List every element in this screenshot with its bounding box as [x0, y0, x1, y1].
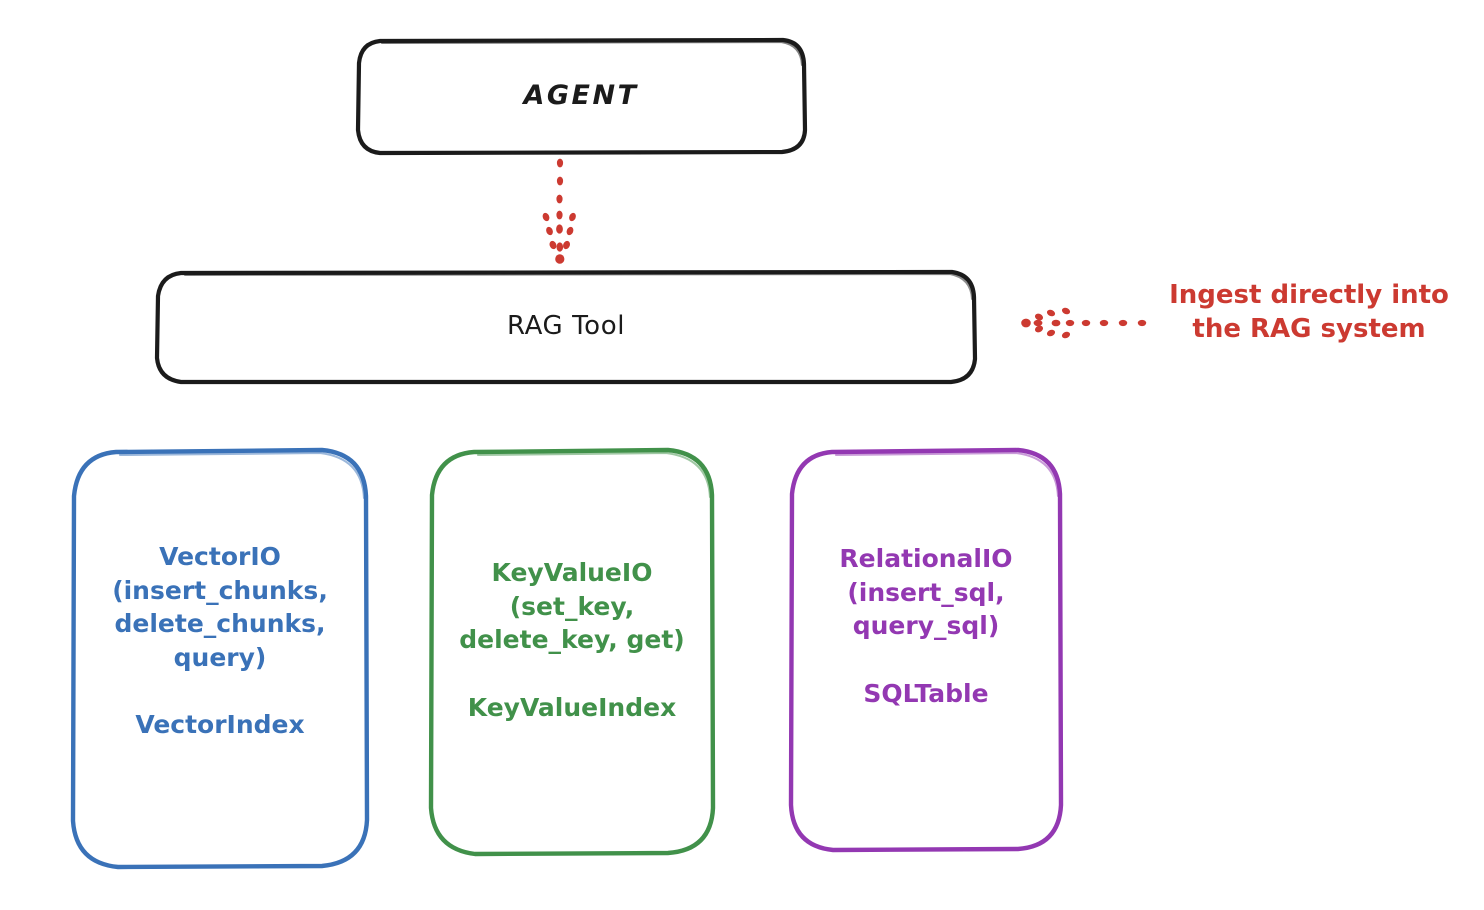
ingest-annotation-text: Ingest directly into the RAG system — [1169, 280, 1449, 345]
relational-io-api-label: RelationalIO (insert_sql, query_sql) — [839, 544, 1013, 640]
ingest-to-rag-arrow — [1018, 296, 1148, 348]
vector-index-label: VectorIndex — [135, 710, 305, 740]
relational-io-node[interactable]: RelationalIO (insert_sql, query_sql) SQL… — [788, 447, 1064, 853]
keyvalue-io-text-stack: KeyValueIO (set_key, delete_key, get) Ke… — [459, 556, 684, 724]
vector-io-api-label: VectorIO (insert_chunks, delete_chunks, … — [112, 542, 328, 672]
agent-node-label: AGENT — [523, 80, 639, 112]
keyvalue-io-api-label: KeyValueIO (set_key, delete_key, get) — [459, 558, 685, 654]
keyvalue-index-label: KeyValueIndex — [467, 692, 677, 722]
agent-node[interactable]: AGENT — [355, 37, 808, 156]
rag-tool-node[interactable]: RAG Tool — [154, 269, 978, 385]
keyvalue-io-node[interactable]: KeyValueIO (set_key, delete_key, get) Ke… — [428, 447, 716, 857]
rag-tool-node-label: RAG Tool — [506, 311, 626, 342]
vector-io-node[interactable]: VectorIO (insert_chunks, delete_chunks, … — [70, 447, 370, 870]
agent-to-rag-arrow — [510, 155, 610, 273]
vector-io-text-stack: VectorIO (insert_chunks, delete_chunks, … — [112, 540, 328, 742]
relational-io-text-stack: RelationalIO (insert_sql, query_sql) SQL… — [839, 542, 1012, 710]
sql-table-label: SQLTable — [863, 678, 989, 708]
